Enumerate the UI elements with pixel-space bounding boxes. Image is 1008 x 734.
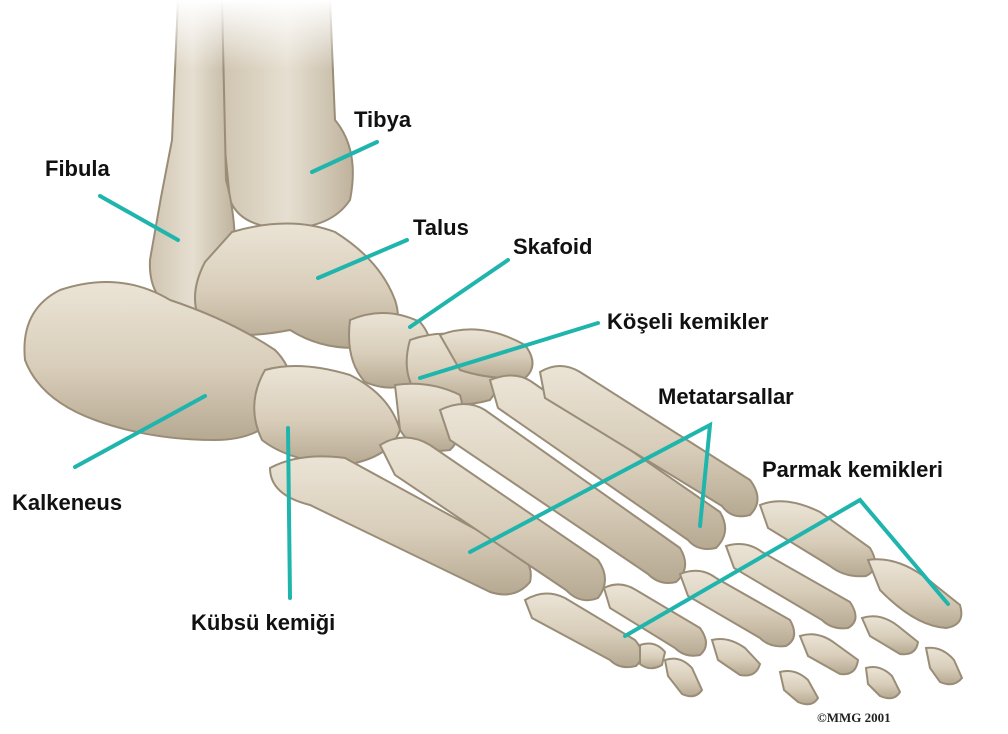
copyright-notice: ©MMG 2001	[817, 710, 891, 726]
label-cuneiform: Köşeli kemikler	[607, 309, 768, 335]
leader-cuboid	[288, 428, 290, 598]
leader-navicular	[410, 260, 508, 327]
label-metatarsal: Metatarsallar	[658, 384, 794, 410]
label-calcaneus: Kalkeneus	[12, 490, 122, 516]
label-tibia: Tibya	[354, 107, 411, 133]
label-talus: Talus	[413, 215, 469, 241]
label-cuboid: Kübsü kemiği	[191, 610, 335, 636]
label-phalanges: Parmak kemikleri	[762, 457, 943, 483]
label-fibula: Fibula	[45, 156, 110, 182]
label-navicular: Skafoid	[513, 234, 592, 260]
